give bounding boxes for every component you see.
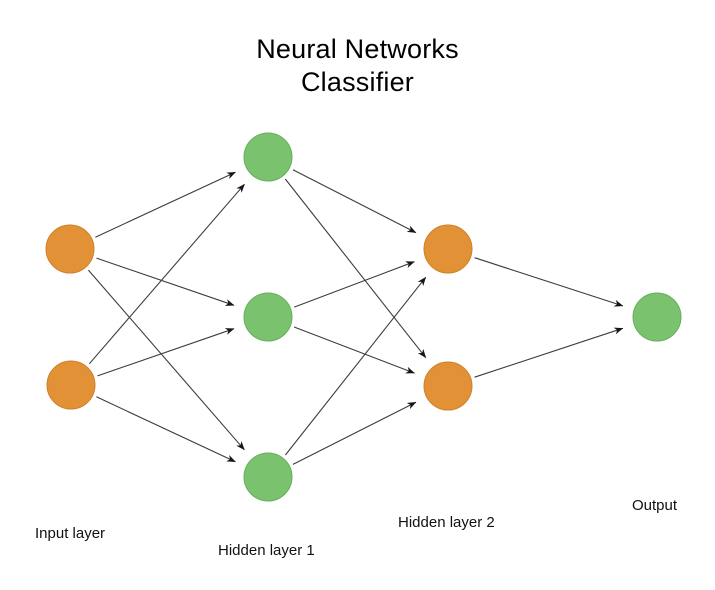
edge-input-1-hidden1-1	[95, 171, 236, 238]
edge-hidden1-2-hidden2-2	[293, 326, 415, 374]
node-hidden1-3	[243, 452, 293, 502]
edge-hidden2-1-output-1	[474, 257, 624, 307]
node-hidden1-2	[243, 292, 293, 342]
edge-input-1-hidden1-3	[87, 269, 245, 451]
edge-hidden1-2-hidden2-1	[294, 261, 415, 308]
edges-group	[87, 169, 624, 465]
nodes-group	[45, 132, 682, 502]
edge-input-2-hidden1-1	[88, 183, 245, 365]
node-hidden2-2	[423, 361, 473, 411]
edge-hidden1-1-hidden2-2	[284, 178, 427, 359]
input-layer-label: Input layer	[35, 525, 105, 542]
edge-input-2-hidden1-2	[97, 328, 235, 377]
edge-hidden1-1-hidden2-1	[292, 169, 417, 234]
edge-hidden1-3-hidden2-1	[284, 276, 427, 456]
node-input-2	[46, 360, 96, 410]
title-line-2: Classifier	[300, 67, 415, 97]
edge-hidden2-2-output-1	[474, 327, 624, 378]
edge-input-1-hidden1-2	[96, 257, 235, 306]
node-hidden1-1	[243, 132, 293, 182]
diagram-title: Neural Networks Classifier	[0, 33, 715, 99]
edge-input-2-hidden1-3	[96, 396, 236, 463]
output-label: Output	[632, 497, 678, 514]
node-input-1	[45, 224, 95, 274]
node-hidden2-1	[423, 224, 473, 274]
title-line-1: Neural Networks	[256, 34, 459, 64]
edge-hidden1-3-hidden2-2	[292, 401, 417, 465]
hidden-layer-1-label: Hidden layer 1	[218, 542, 315, 559]
node-output-1	[632, 292, 682, 342]
hidden-layer-2-label: Hidden layer 2	[398, 514, 495, 531]
